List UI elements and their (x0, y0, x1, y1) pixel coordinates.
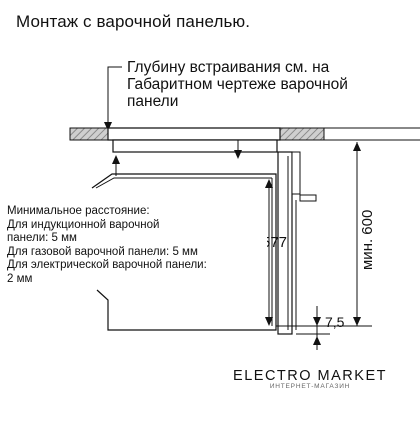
dim-577-label: 577 (262, 234, 287, 251)
dim-600-label: мин. 600 (359, 210, 376, 270)
dim-577-arrow-top (265, 179, 273, 188)
note-leader-arrow (104, 122, 112, 131)
worktop-right (275, 127, 325, 141)
dim-577-arrow-bottom (265, 317, 273, 326)
dim-7-5-arrow-bottom (313, 336, 321, 345)
oven-inner-top (95, 177, 272, 189)
dim-7-5-arrow-top (313, 317, 321, 326)
watermark-tagline: ИНТЕРНЕТ-МАГАЗИН (269, 383, 351, 390)
dim-600-arrow-bottom (353, 317, 361, 326)
diagram-title: Монтаж с варочной панелью. (16, 12, 251, 31)
min-distance-line-3: панели: 5 мм (7, 232, 77, 245)
gap-arrow-left-head (112, 155, 120, 164)
worktop-left (69, 127, 113, 141)
min-distance-line-5: Для электрической варочной панели: (7, 259, 207, 272)
oven-control-panel (291, 151, 301, 195)
dim-7-5-label: 7,5 (325, 314, 345, 330)
depth-note-line-2: Габаритном чертеже варочной (127, 76, 348, 93)
depth-note: Глубину встраивания см. на Габаритном че… (127, 59, 413, 110)
hob-body (112, 139, 278, 153)
oven-body-outline (91, 173, 277, 331)
hob-top-plate (107, 127, 281, 141)
oven-door-handle (299, 194, 317, 202)
min-distance-note: Минимальное расстояние: Для индукционной… (7, 205, 267, 287)
min-distance-line-2: Для индукционной варочной (7, 218, 160, 231)
depth-note-line-1: Глубину встраивания см. на (127, 59, 330, 76)
watermark-logo: ELECTRO MARKET ИНТЕРНЕТ-МАГАЗИН (220, 368, 400, 390)
min-distance-line-1: Минимальное расстояние: (7, 205, 150, 217)
depth-note-line-3: панели (127, 93, 179, 110)
dim-600-arrow-top (353, 142, 361, 151)
watermark-brand: ELECTRO MARKET (233, 368, 387, 384)
note-leader-line (107, 66, 122, 126)
min-distance-line-4: Для газовой варочной панели: 5 мм (7, 245, 198, 258)
min-distance-line-6: 2 мм (7, 272, 33, 285)
gap-arrow-right-head (234, 150, 242, 159)
